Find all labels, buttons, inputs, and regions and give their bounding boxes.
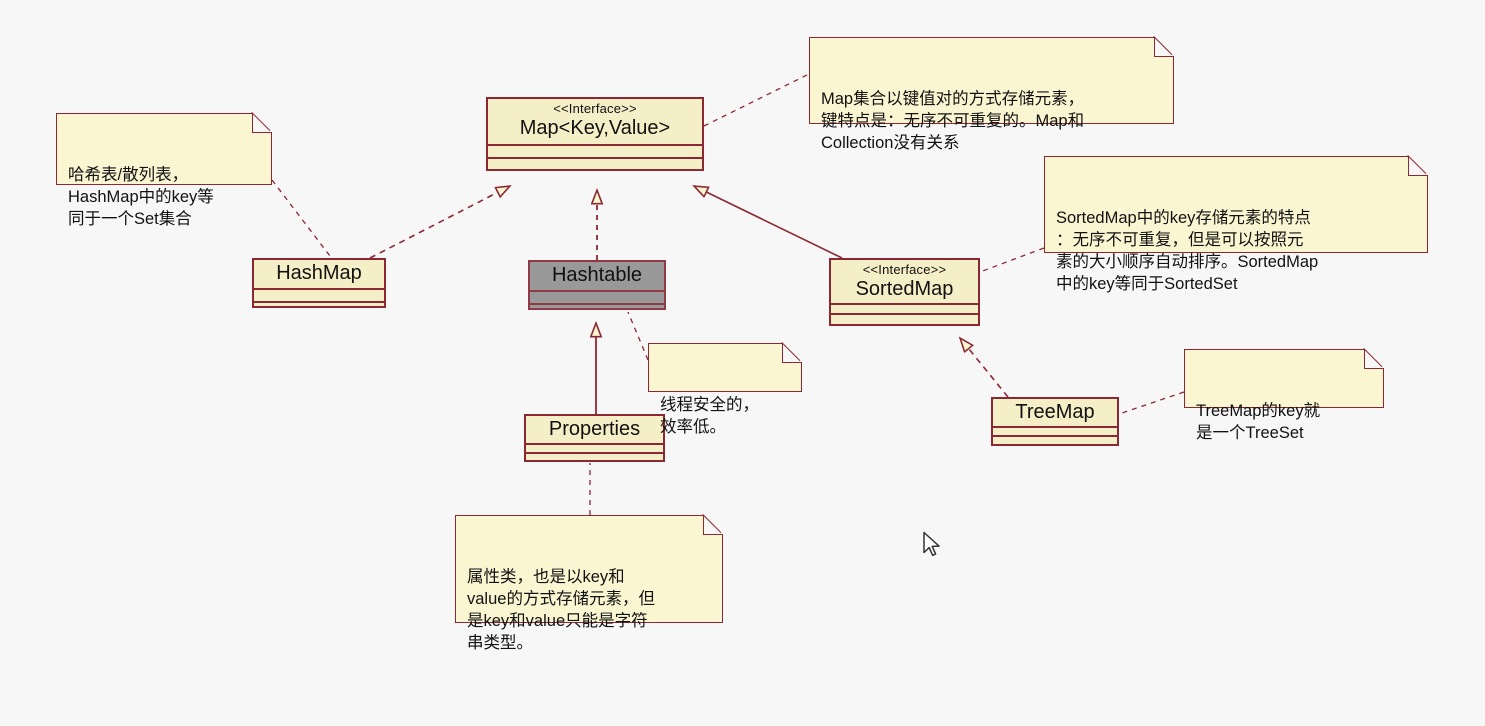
class-operations-compartment	[831, 315, 978, 330]
note-text: 哈希表/散列表， HashMap中的key等 同于一个Set集合	[68, 165, 214, 228]
anchor-note-treemap	[1118, 391, 1185, 415]
class-attributes-compartment	[526, 445, 663, 454]
note-text: 属性类，也是以key和 value的方式存储元素，但 是key和value只能是…	[467, 567, 655, 652]
class-operations-compartment	[530, 305, 664, 320]
relation-hashmap-implements-map	[369, 186, 510, 259]
note-fold-corner	[782, 343, 802, 363]
class-box-hashmap[interactable]: HashMap	[252, 258, 386, 308]
class-title-hashtable: Hashtable	[530, 262, 664, 292]
class-box-sortedmap[interactable]: <<Interface>> SortedMap	[829, 258, 980, 326]
class-name-label: SortedMap	[855, 277, 954, 300]
class-attributes-compartment	[530, 292, 664, 305]
stereotype-label: <<Interface>>	[553, 101, 637, 116]
class-box-hashtable[interactable]: Hashtable	[528, 260, 666, 310]
class-name-label: Map<Key,Value>	[519, 116, 671, 139]
note-fold-corner	[252, 113, 272, 133]
note-fold-corner	[1364, 349, 1384, 369]
anchor-note-hashmap	[271, 179, 331, 257]
note-text: SortedMap中的key存储元素的特点 ：无序不可重复，但是可以按照元 素的…	[1056, 208, 1319, 293]
note-fold-corner	[703, 515, 723, 535]
mouse-cursor-icon	[923, 531, 940, 557]
anchor-note-sortedmap	[979, 247, 1045, 273]
class-title-hashmap: HashMap	[254, 260, 384, 290]
class-name-label: Properties	[548, 418, 641, 440]
class-name-label: TreeMap	[1015, 401, 1095, 423]
relation-treemap-implements-sortedmap	[960, 338, 1009, 398]
note-fold-corner	[1154, 37, 1174, 57]
class-attributes-compartment	[254, 290, 384, 303]
note-hashtable[interactable]: 线程安全的， 效率低。	[648, 343, 802, 436]
class-name-label: HashMap	[276, 262, 362, 284]
class-title-treemap: TreeMap	[993, 399, 1117, 428]
stereotype-label: <<Interface>>	[862, 262, 947, 277]
note-sortedmap[interactable]: SortedMap中的key存储元素的特点 ：无序不可重复，但是可以按照元 素的…	[1044, 156, 1428, 293]
class-box-properties[interactable]: Properties	[524, 414, 665, 462]
anchor-note-map	[703, 73, 810, 127]
class-attributes-compartment	[488, 146, 702, 159]
class-box-map[interactable]: <<Interface>> Map<Key,Value>	[486, 97, 704, 171]
note-text: 线程安全的， 效率低。	[660, 395, 759, 436]
note-text: Map集合以键值对的方式存储元素， 键特点是：无序不可重复的。Map和 Coll…	[821, 89, 1085, 152]
class-operations-compartment	[254, 303, 384, 318]
class-attributes-compartment	[831, 305, 978, 315]
note-properties[interactable]: 属性类，也是以key和 value的方式存储元素，但 是key和value只能是…	[455, 515, 723, 652]
class-operations-compartment	[993, 437, 1117, 452]
note-fold-corner	[1408, 156, 1428, 176]
class-operations-compartment	[526, 454, 663, 469]
class-box-treemap[interactable]: TreeMap	[991, 397, 1119, 446]
class-title-sortedmap: <<Interface>> SortedMap	[831, 260, 978, 305]
note-hashmap[interactable]: 哈希表/散列表， HashMap中的key等 同于一个Set集合	[56, 113, 272, 228]
relation-sortedmap-extends-map	[694, 186, 843, 259]
note-treemap[interactable]: TreeMap的key就 是一个TreeSet	[1184, 349, 1384, 442]
class-attributes-compartment	[993, 428, 1117, 437]
class-title-properties: Properties	[526, 416, 663, 445]
note-map[interactable]: Map集合以键值对的方式存储元素， 键特点是：无序不可重复的。Map和 Coll…	[809, 37, 1174, 152]
class-name-label: Hashtable	[551, 264, 643, 286]
class-operations-compartment	[488, 159, 702, 174]
note-text: TreeMap的key就 是一个TreeSet	[1196, 401, 1321, 442]
class-title-map: <<Interface>> Map<Key,Value>	[488, 99, 702, 146]
